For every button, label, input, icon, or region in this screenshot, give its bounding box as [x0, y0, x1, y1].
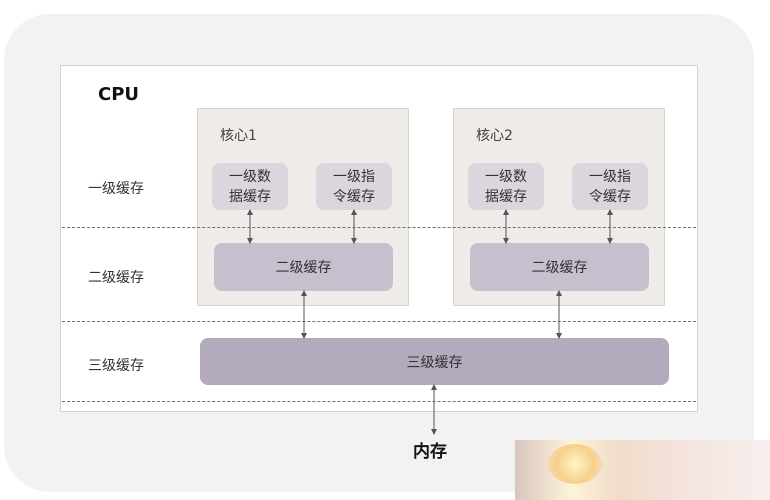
level-label-l1: 一级缓存	[88, 181, 144, 197]
core-1-l2-cache: 二级缓存	[214, 243, 393, 291]
cpu-label: CPU	[98, 84, 140, 105]
level-divider-2	[62, 321, 696, 322]
core-2-l1-inst-line-1: 一级指	[589, 168, 631, 185]
core-2-l1-instruction-cache: 一级指令缓存	[572, 163, 648, 210]
core-1-l1-data-cache: 一级数据缓存	[212, 163, 288, 210]
core-2-l1-data-cache: 一级数据缓存	[468, 163, 544, 210]
core-2-l1-data-line-1: 一级数	[485, 168, 527, 185]
l3-cache: 三级缓存	[200, 338, 669, 385]
core-1-l1-data-line-1: 一级数	[229, 168, 271, 185]
watermark-glow	[548, 444, 602, 484]
memory-label: 内存	[413, 442, 447, 462]
core-1-l1-inst-line-1: 一级指	[333, 168, 375, 185]
core-2-l2-cache: 二级缓存	[470, 243, 649, 291]
level-divider-1	[62, 227, 696, 228]
core-1-l1-data-line-2: 据缓存	[229, 188, 271, 205]
core-1-l1-instruction-cache: 一级指令缓存	[316, 163, 392, 210]
core-2-l1-data-line-2: 据缓存	[485, 188, 527, 205]
core-2-title: 核心2	[476, 128, 513, 144]
level-label-l2: 二级缓存	[88, 270, 144, 286]
core-1-title: 核心1	[220, 128, 257, 144]
level-divider-3	[62, 401, 696, 402]
level-label-l3: 三级缓存	[88, 358, 144, 374]
core-1-l1-inst-line-2: 令缓存	[333, 188, 375, 205]
core-2-l1-inst-line-2: 令缓存	[589, 188, 631, 205]
